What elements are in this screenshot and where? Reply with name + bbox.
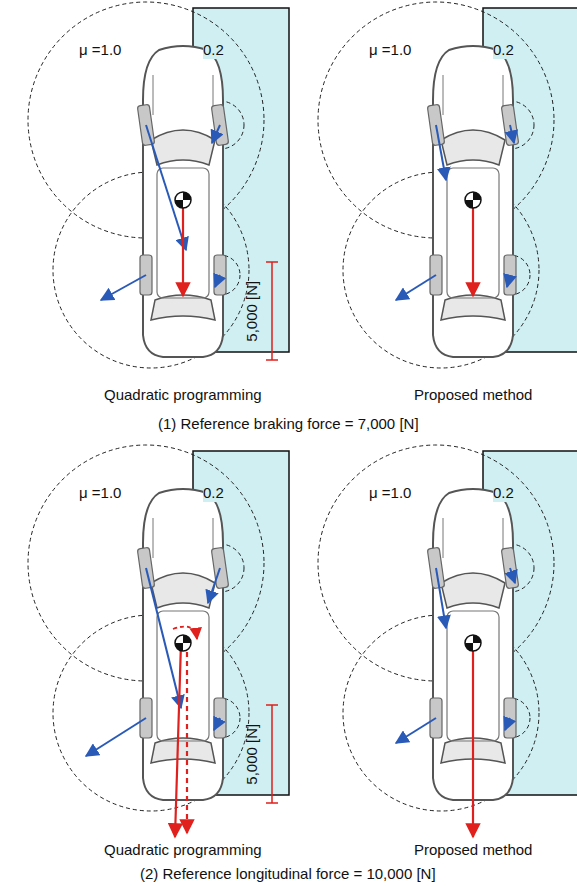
- tire-force-arrow: [510, 125, 514, 143]
- tire-force-arrow: [396, 718, 436, 743]
- tire-force-arrow: [505, 718, 510, 730]
- hood-line: [443, 75, 503, 115]
- center-of-gravity: [465, 635, 481, 651]
- resultant-force-arrow: [186, 643, 188, 833]
- tire: [501, 104, 518, 145]
- car-body: [143, 46, 223, 357]
- friction-label: μ =1.0: [79, 485, 121, 502]
- center-of-gravity: [465, 192, 481, 208]
- windshield: [151, 573, 215, 608]
- method-label: Quadratic programming: [104, 842, 262, 859]
- car-body: [143, 489, 223, 800]
- resultant-force-arrow: [472, 643, 474, 837]
- friction-label: μ =1.0: [369, 42, 411, 59]
- friction-label: μ =1.0: [79, 42, 121, 59]
- windshield: [441, 130, 505, 165]
- center-of-gravity: [175, 635, 191, 651]
- center-of-gravity: [175, 192, 191, 208]
- method-label: Proposed method: [414, 387, 532, 404]
- friction-label: 0.2: [493, 42, 514, 59]
- tire-force-arrow: [101, 275, 146, 300]
- resultant-force-arrow: [175, 643, 181, 837]
- tire: [214, 255, 226, 295]
- scale-label: 5,000 [N]: [244, 724, 261, 785]
- rear-window: [151, 295, 215, 320]
- tire-force-arrow: [396, 275, 436, 300]
- center-of-gravity: [465, 192, 481, 208]
- scale-label: 5,000 [N]: [244, 281, 261, 342]
- tire-force-arrow: [215, 275, 220, 287]
- tire: [211, 104, 228, 145]
- center-of-gravity: [175, 635, 191, 651]
- tire-force-arrow: [507, 275, 510, 287]
- method-label: Quadratic programming: [104, 387, 262, 404]
- tire: [504, 698, 516, 738]
- roof: [447, 168, 499, 298]
- tire-force-arrow: [86, 718, 146, 756]
- windshield: [441, 573, 505, 608]
- tire-force-arrow: [208, 568, 220, 603]
- rear-window: [441, 295, 505, 320]
- hood-line: [153, 518, 213, 558]
- resultant-force-arrow: [472, 200, 474, 296]
- roof: [157, 611, 209, 741]
- roof: [157, 168, 209, 298]
- scale-bar: [266, 262, 278, 360]
- center-of-gravity: [175, 192, 191, 208]
- tire-force-arrow: [214, 718, 220, 730]
- resultant-force-arrow: [182, 200, 184, 296]
- tire-force-arrow: [146, 568, 181, 708]
- method-label: Proposed method: [414, 842, 532, 859]
- friction-label: 0.2: [203, 485, 224, 502]
- car-body: [433, 46, 513, 357]
- windshield: [151, 130, 215, 165]
- caption: (2) Reference longitudinal force = 10,00…: [140, 866, 436, 883]
- tire-force-arrow: [510, 568, 515, 583]
- tire: [214, 698, 226, 738]
- friction-label: μ =1.0: [369, 485, 411, 502]
- friction-label: 0.2: [493, 485, 514, 502]
- caption: (1) Reference braking force = 7,000 [N]: [158, 416, 419, 433]
- tire-force-arrow: [436, 568, 446, 628]
- hood-line: [443, 518, 503, 558]
- tire-force-arrow: [146, 125, 186, 250]
- center-of-gravity: [465, 635, 481, 651]
- rear-window: [151, 738, 215, 763]
- tire-force-arrow: [212, 125, 220, 143]
- scale-bar: [266, 705, 278, 803]
- tire: [504, 255, 516, 295]
- tire: [501, 547, 518, 588]
- tire-force-arrow: [436, 125, 446, 180]
- friction-label: 0.2: [203, 42, 224, 59]
- hood-line: [153, 75, 213, 115]
